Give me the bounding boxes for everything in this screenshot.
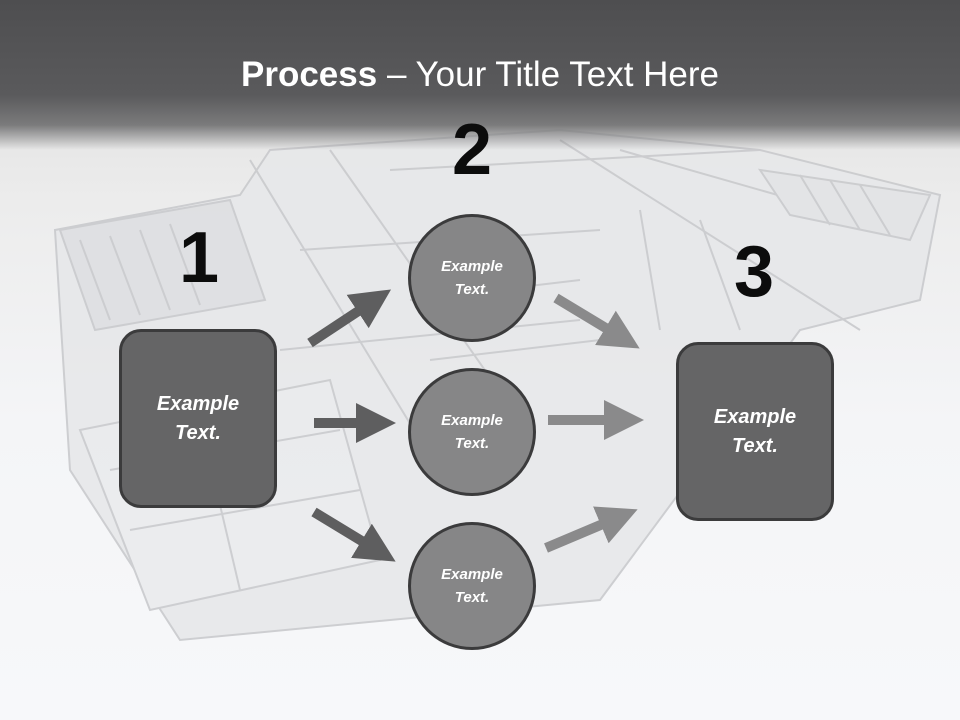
step-1-box: Example Text. <box>119 329 277 508</box>
arrow-box1-to-circle-bottom <box>311 507 396 562</box>
step-3-box: Example Text. <box>676 342 834 521</box>
step-1-label: Example Text. <box>156 392 240 444</box>
arrow-box1-to-circle-top <box>307 289 392 348</box>
circle-bottom-label: Example Text. <box>441 566 503 606</box>
circle-middle-label: Example Text. <box>441 412 503 452</box>
title-bar <box>0 0 960 150</box>
circle-top-label: Example Text. <box>441 258 503 298</box>
arrow-circle-top-to-box3 <box>553 293 640 349</box>
circle-bottom: Example Text. <box>408 522 536 650</box>
circle-middle: Example Text. <box>408 368 536 496</box>
title-bold: Process <box>241 55 378 94</box>
slide-title: Process – Your Title Text Here <box>0 52 960 98</box>
arrow-circle-bottom-to-box3 <box>544 506 638 553</box>
step-number-3: 3 <box>733 232 775 312</box>
title-rest: – Your Title Text Here <box>377 55 719 94</box>
step-number-2: 2 <box>451 110 493 190</box>
circle-top: Example Text. <box>408 214 536 342</box>
step-3-label: Example Text. <box>713 405 797 457</box>
step-number-1: 1 <box>178 218 220 298</box>
